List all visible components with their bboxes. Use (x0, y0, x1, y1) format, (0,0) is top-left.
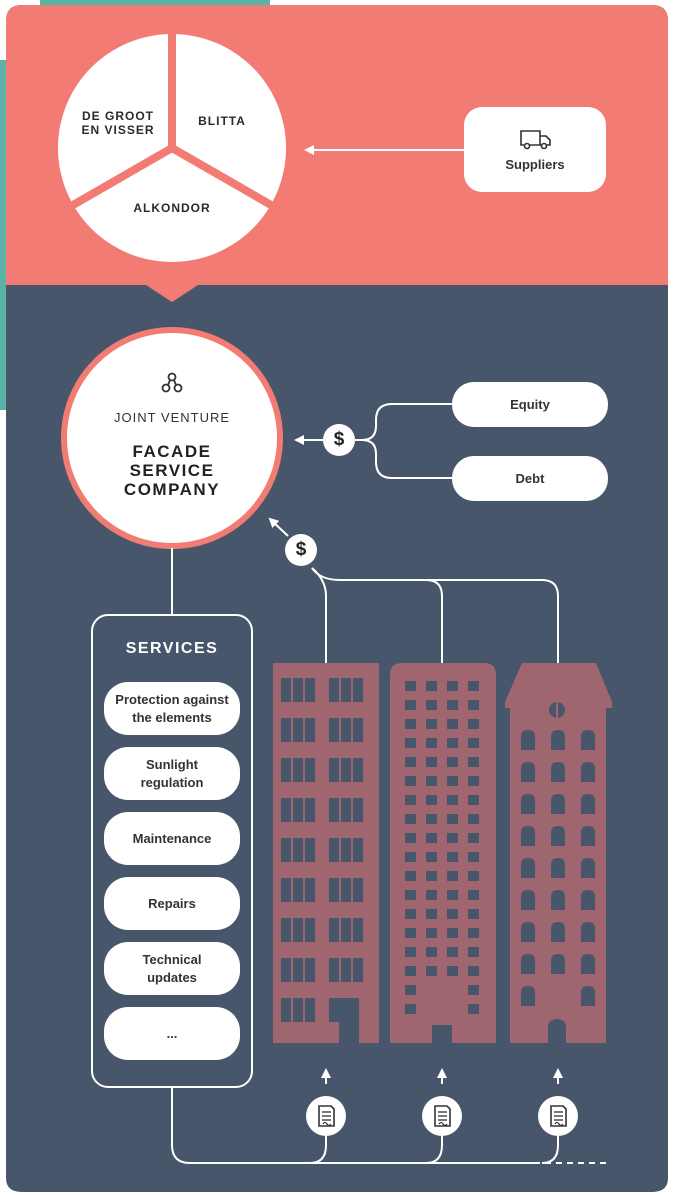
revenue-dollar-circle (285, 534, 317, 566)
historic-building-icon (505, 663, 612, 1043)
service-pill (104, 877, 240, 930)
service-pill (104, 682, 240, 735)
service-item-label: Technical updates (142, 951, 202, 985)
financing-dollar-symbol: $ (333, 429, 345, 450)
equity-pill (452, 382, 608, 427)
suppliers-label: Suppliers (505, 157, 565, 172)
supplier-pie (58, 34, 286, 262)
service-pill (104, 812, 240, 865)
service-item-label: Maintenance (132, 830, 212, 846)
financing-dollar-circle (323, 424, 355, 456)
office-building-icon (273, 663, 379, 1043)
contract-document-icon (422, 1096, 462, 1136)
supplier-segment-de-groot-en-visser: DE GROOT EN VISSER (81, 109, 155, 137)
revenue-connectors (268, 517, 559, 665)
joint-venture-circle (61, 327, 283, 549)
pie-divider-left (71, 144, 174, 209)
apartment-building-icon (390, 663, 496, 1043)
service-item-label: Sunlight regulation (140, 756, 204, 790)
service-item-label: ... (166, 1025, 178, 1041)
joint-venture-title: FACADE SERVICE COMPANY (123, 442, 221, 499)
contract-document-icon (306, 1096, 346, 1136)
network-nodes-icon (161, 372, 183, 393)
revenue-dollar-symbol: $ (295, 539, 307, 560)
joint-venture-subtitle: JOINT VENTURE (113, 410, 231, 425)
service-item-label: Repairs (148, 895, 196, 911)
contract-document-icon (538, 1096, 578, 1136)
equity-label: Equity (510, 396, 550, 412)
service-item-label: Protection against the elements (115, 691, 229, 725)
services-title: SERVICES (125, 640, 219, 657)
service-pill (104, 942, 240, 995)
supplier-segment-blitta: BLITTA (198, 114, 246, 128)
debt-label: Debt (515, 470, 545, 486)
pie-divider-right (170, 144, 273, 209)
supplier-segment-alkondor: ALKONDOR (133, 201, 211, 215)
financing-connectors (294, 403, 453, 479)
contract-connectors (171, 1068, 610, 1164)
service-pill (104, 1007, 240, 1060)
debt-pill (452, 456, 608, 501)
delivery-van-icon (520, 130, 551, 150)
service-pill (104, 747, 240, 800)
band-pointer (146, 285, 198, 302)
suppliers-pill (464, 107, 606, 192)
